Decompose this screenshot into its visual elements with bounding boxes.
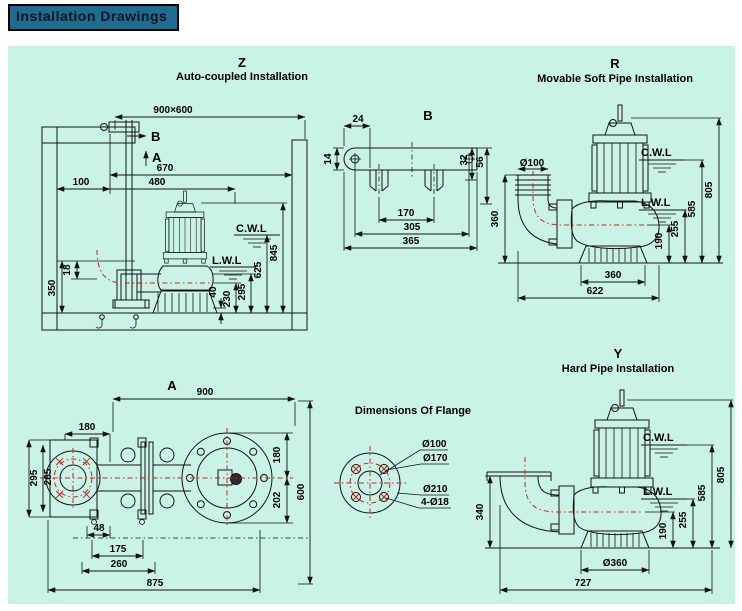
b-bracket-body [343,142,478,198]
a-dim-180-right: 180 [272,446,283,463]
y-dim-727: 727 [575,578,592,589]
a-volute-body [181,428,273,528]
r-pump [548,104,660,264]
r-dim-255: 255 [670,220,681,237]
z-dim-480: 480 [149,177,166,188]
y-dim-360: Ø360 [603,558,628,569]
b-dim-24: 24 [352,114,364,125]
a-dim-295: 295 [29,469,40,486]
r-soft-pipe-drawing: R Movable Soft Pipe Installation C.W.L L… [490,56,723,302]
b-dim-14: 14 [323,153,334,165]
flange-title: Dimensions Of Flange [355,405,471,417]
a-plan-view-drawing: A [26,378,313,593]
z-lwl-symbol [209,266,257,280]
y-cwl-label: C.W.L [643,432,674,444]
y-lwl-label: L.W.L [643,486,673,498]
z-dim-40: 40 [208,286,219,298]
z-anchor-bolts [95,314,139,329]
y-title: Hard Pipe Installation [562,363,675,375]
r-lwl-symbol [638,209,686,223]
z-flow-centerline [96,249,213,284]
r-flow-centerline [532,171,645,226]
y-dim-340: 340 [475,503,486,520]
b-dim-365: 365 [403,236,420,247]
z-lwl-label: L.W.L [212,255,242,267]
z-ref-a: A [152,150,162,165]
r-dim-622: 622 [587,286,604,297]
y-hard-pipe-elbow [486,471,560,533]
z-dim-350: 350 [47,279,58,296]
z-dim-670: 670 [157,163,174,174]
y-pump [550,389,662,549]
a-dim-48: 48 [93,523,105,534]
z-auto-coupled-drawing: Z Auto-coupled Installation [41,55,308,331]
y-hard-pipe-drawing: Y Hard Pipe Installation C.W.L L.W.L 340 [475,346,734,594]
z-dim-230: 230 [222,290,233,307]
b-bracket-detail: B 24 14 32 56 170 [323,108,492,251]
r-dim-360-base: 360 [605,270,622,281]
r-code: R [610,56,620,71]
r-dim-585: 585 [687,200,698,217]
b-dim-32: 32 [459,154,470,166]
z-dim-100: 100 [73,177,90,188]
a-dim-260: 260 [111,559,128,570]
drawing-sheet-background [8,46,735,604]
b-dim-56: 56 [475,156,486,168]
r-dim-dia100: Ø100 [520,158,545,169]
y-dim-805: 805 [716,466,727,483]
z-dim-625: 625 [253,261,264,278]
z-dim-hatch: 900×600 [153,105,193,116]
z-code: Z [238,55,246,70]
flange-bolt-holes: 4-Ø18 [421,497,449,508]
flange-leaders [379,449,451,509]
y-dim-585: 585 [697,484,708,501]
z-pump [114,190,218,314]
r-dim-190: 190 [654,232,665,249]
y-cwl-symbol [640,444,688,458]
a-dim-180-top: 180 [79,422,96,433]
z-dim-295: 295 [237,283,248,300]
flange-face [334,446,408,521]
r-cwl-symbol [638,159,686,173]
a-dim-600: 600 [296,483,307,500]
a-code: A [167,378,177,393]
flange-dia210: Ø210 [423,484,448,495]
y-code: Y [614,346,623,361]
a-dim-900: 900 [197,387,214,398]
a-dim-202: 202 [272,491,283,508]
a-suction-flange [45,437,147,525]
r-lwl-label: L.W.L [641,197,671,209]
b-dim-170: 170 [398,208,415,219]
z-dim-845: 845 [269,244,280,261]
y-dim-190: 190 [658,522,669,539]
b-dim-305: 305 [404,222,421,233]
page-title: Installation Drawings [16,8,168,24]
y-dim-255: 255 [678,511,689,528]
r-cwl-label: C.W.L [641,147,672,159]
a-dim-265: 265 [43,468,54,485]
a-dim-875: 875 [147,578,164,589]
z-cwl-label: C.W.L [236,223,267,235]
flange-dia100: Ø100 [422,439,447,450]
a-dim-175: 175 [110,544,127,555]
r-title: Movable Soft Pipe Installation [537,73,693,85]
z-dim-18: 18 [62,264,73,276]
flange-dia170: Ø170 [423,453,448,464]
z-guide-rail [100,120,146,309]
flange-dimensions-drawing: Dimensions Of Flange Ø100 Ø170 Ø210 4-Ø1… [334,405,471,521]
z-title: Auto-coupled Installation [176,71,308,83]
y-flow-centerline [524,457,643,513]
b-code: B [423,108,432,123]
r-dim-805: 805 [704,181,715,198]
page-title-box: Installation Drawings [8,4,180,31]
z-ref-b: B [151,129,160,144]
r-dim-360-left: 360 [490,210,501,227]
y-lwl-symbol [640,498,688,512]
